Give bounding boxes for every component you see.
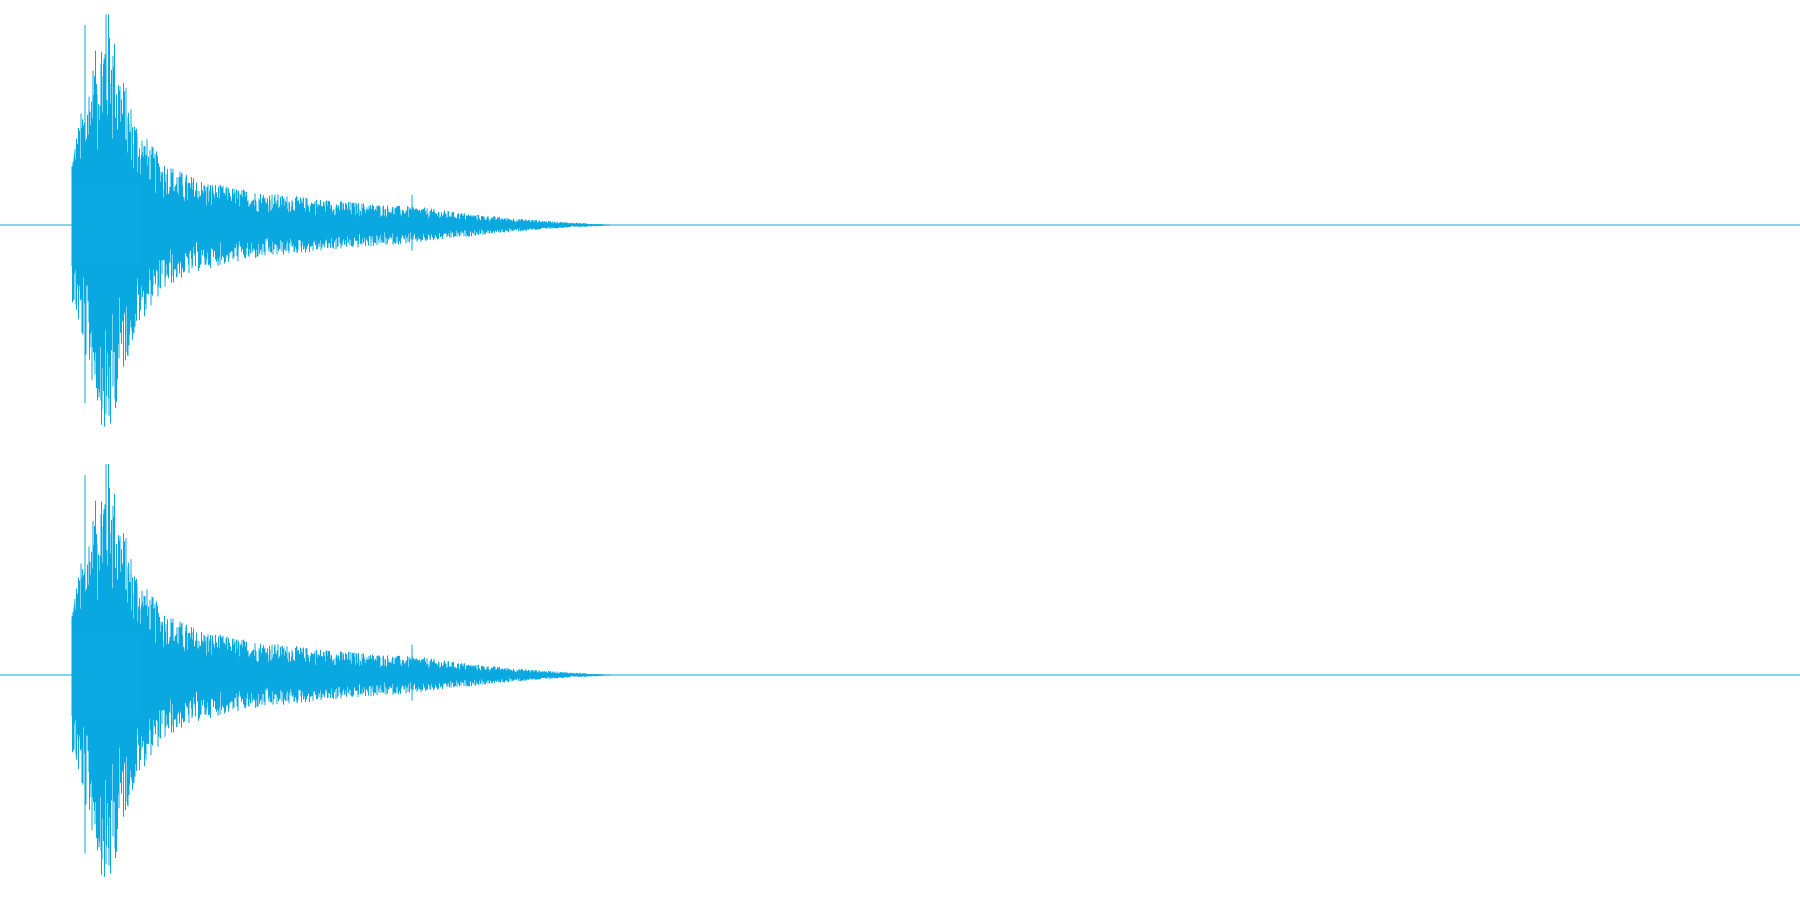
waveform-channel-1 (0, 14, 1800, 427)
waveform-transient-core-2 (72, 635, 142, 715)
waveform-channel-2 (0, 464, 1800, 877)
waveform-signal-1 (71, 14, 621, 427)
waveform-signal-2 (71, 464, 621, 877)
waveform-transient-core-1 (72, 185, 142, 265)
